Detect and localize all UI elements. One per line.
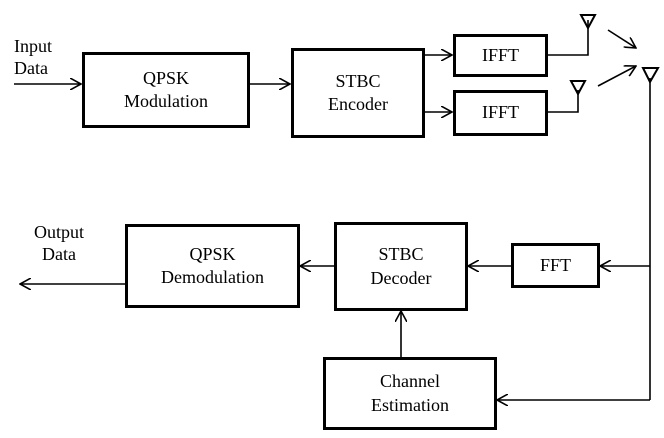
stbc-decoder-line-2: Decoder	[370, 267, 432, 288]
input-label-line-1: Input	[14, 36, 52, 56]
wireless-channel-arrow-2	[597, 66, 636, 87]
tx-antenna-1-icon	[579, 14, 597, 31]
output-label-line-1: Output	[34, 222, 85, 242]
ifft-block-1: IFFT	[453, 34, 548, 77]
channel-estimation-line-2: Estimation	[371, 394, 449, 415]
ifft-1-label: IFFT	[481, 44, 519, 65]
ifft-2-label: IFFT	[481, 102, 519, 123]
qpsk-modulation-line-1: QPSK	[142, 67, 190, 88]
tx-antenna-2-icon	[569, 80, 587, 97]
fft-block: FFT	[511, 243, 600, 288]
stbc-encoder-line-2: Encoder	[328, 94, 388, 114]
qpsk-demodulation-line-2: Demodulation	[161, 267, 264, 287]
stbc-decoder-line-1: STBC	[378, 244, 424, 265]
stbc-encoder-block: STBC Encoder	[291, 48, 425, 138]
qpsk-modulation-line-2: Modulation	[124, 91, 208, 111]
wireless-channel-arrow-1	[607, 29, 636, 48]
input-label-line-2: Data	[14, 57, 48, 78]
rx-antenna-icon	[641, 67, 660, 85]
channel-estimation-line-1: Channel	[380, 371, 440, 392]
ifft2-to-antenna2-line	[548, 90, 579, 113]
output-data-label: Output Data	[34, 222, 84, 265]
qpsk-modulation-block: QPSK Modulation	[82, 52, 250, 128]
stbc-encoder-line-1: STBC	[335, 70, 381, 91]
output-label-line-2: Data	[42, 243, 76, 264]
qpsk-demodulation-line-1: QPSK	[189, 243, 236, 264]
stbc-decoder-block: STBC Decoder	[334, 222, 468, 311]
input-data-label: Input Data	[14, 36, 52, 79]
ifft1-to-antenna1-line	[548, 20, 589, 56]
fft-label: FFT	[539, 254, 572, 275]
qpsk-demodulation-block: QPSK Demodulation	[125, 224, 300, 308]
ifft-block-2: IFFT	[453, 90, 548, 136]
channel-estimation-block: Channel Estimation	[323, 357, 497, 430]
